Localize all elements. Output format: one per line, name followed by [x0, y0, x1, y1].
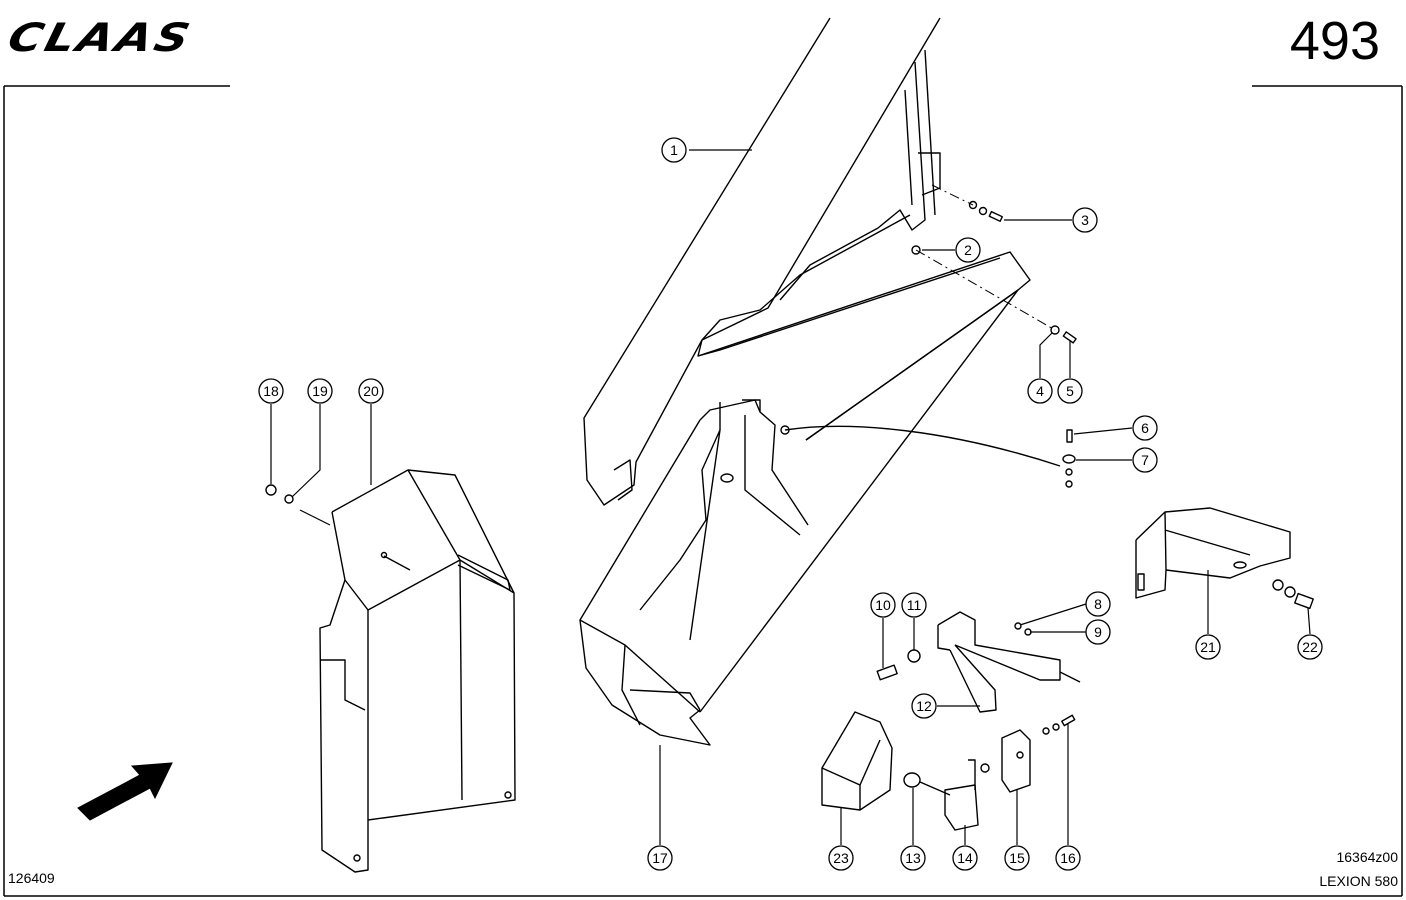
callout-2: 2 [955, 237, 981, 263]
callout-3: 3 [1072, 207, 1098, 233]
part-23-cover [821, 711, 893, 811]
callout-label: 2 [964, 242, 972, 258]
direction-arrow [77, 762, 173, 821]
parts-13-15-switch-assembly [903, 729, 1031, 831]
callout-label: 17 [652, 850, 668, 866]
part-1-upper-panel [583, 17, 941, 506]
callout-8: 8 [1085, 591, 1111, 617]
part-17-chute-housing [579, 251, 1031, 746]
callout-label: 23 [833, 850, 849, 866]
callout-label: 16 [1060, 850, 1076, 866]
callout-9: 9 [1085, 619, 1111, 645]
callout-label: 11 [907, 597, 922, 613]
part-21-bracket [1135, 507, 1291, 599]
callout-23: 23 [828, 845, 854, 871]
drawing-code: 16364z00 [1336, 849, 1398, 865]
callout-label: 14 [957, 850, 973, 866]
callout-6: 6 [1132, 415, 1158, 441]
callout-label: 12 [916, 698, 932, 714]
page-number: 493 [1289, 11, 1380, 71]
callout-17: 17 [647, 845, 673, 871]
part-20-guard-plate [319, 469, 516, 873]
callout-1: 1 [661, 137, 687, 163]
callout-7: 7 [1132, 447, 1158, 473]
callout-18: 18 [258, 378, 284, 404]
callout-label: 3 [1081, 212, 1089, 228]
callout-label: 1 [670, 142, 678, 158]
callout-19: 19 [307, 378, 333, 404]
callout-16: 16 [1055, 845, 1081, 871]
callout-label: 6 [1141, 420, 1149, 436]
callout-5: 5 [1057, 378, 1083, 404]
callout-label: 8 [1094, 596, 1102, 612]
callout-label: 4 [1036, 383, 1044, 399]
callout-label: 7 [1141, 452, 1149, 468]
callout-10: 10 [870, 592, 896, 618]
callout-4: 4 [1027, 378, 1053, 404]
model-name: LEXION 580 [1319, 873, 1398, 889]
callout-14: 14 [952, 845, 978, 871]
callout-label: 20 [363, 383, 379, 399]
callout-21: 21 [1195, 634, 1221, 660]
part-12-bracket [937, 611, 1081, 713]
callout-label: 15 [1009, 850, 1025, 866]
callout-12: 12 [911, 693, 937, 719]
sensor-cable [784, 425, 1061, 467]
callout-label: 13 [905, 850, 921, 866]
callout-label: 19 [312, 383, 328, 399]
callout-13: 13 [900, 845, 926, 871]
callout-label: 9 [1094, 624, 1102, 640]
fasteners [265, 200, 1314, 735]
callout-label: 21 [1200, 639, 1216, 655]
callout-15: 15 [1004, 845, 1030, 871]
figure-code: 126409 [8, 870, 55, 886]
callout-label: 5 [1066, 383, 1074, 399]
callout-label: 22 [1302, 639, 1318, 655]
callout-label: 18 [263, 383, 279, 399]
callout-20: 20 [358, 378, 384, 404]
callout-22: 22 [1297, 634, 1323, 660]
leader-lines [270, 149, 1311, 845]
callout-label: 10 [875, 597, 891, 613]
centerlines [915, 184, 1056, 331]
callout-11: 11 [901, 592, 927, 618]
